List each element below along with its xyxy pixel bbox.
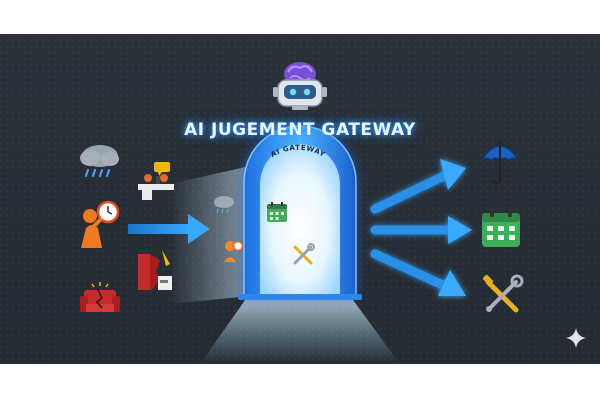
gate-calendar-icon <box>267 202 287 222</box>
rain-cloud-icon <box>80 145 119 177</box>
sparkle-icon <box>566 328 586 348</box>
output-arrow-top <box>370 159 466 214</box>
office-desk-icon <box>138 162 174 200</box>
diagram-title: AI JUGEMENT GATEWAY <box>184 120 416 140</box>
diagram-scene: AI GATEWAY <box>80 62 524 364</box>
output-arrow-bottom <box>370 249 466 296</box>
worried-person-clock-icon <box>81 200 120 248</box>
diagram-canvas: AI GATEWAY <box>0 34 600 364</box>
output-arrow-middle <box>370 216 472 244</box>
gate-worried-person-icon <box>224 240 244 262</box>
robot-brain-icon <box>273 62 327 110</box>
calendar-icon <box>482 209 520 247</box>
wrench-screwdriver-icon <box>482 274 524 313</box>
input-arrow <box>128 214 210 244</box>
broken-couch-icon <box>80 282 120 312</box>
gate-tools-icon <box>293 243 315 265</box>
gate-rain-cloud-icon <box>214 196 234 214</box>
gateway-arch <box>238 125 362 300</box>
broken-door-icon <box>138 250 172 290</box>
umbrella-icon <box>481 140 519 185</box>
